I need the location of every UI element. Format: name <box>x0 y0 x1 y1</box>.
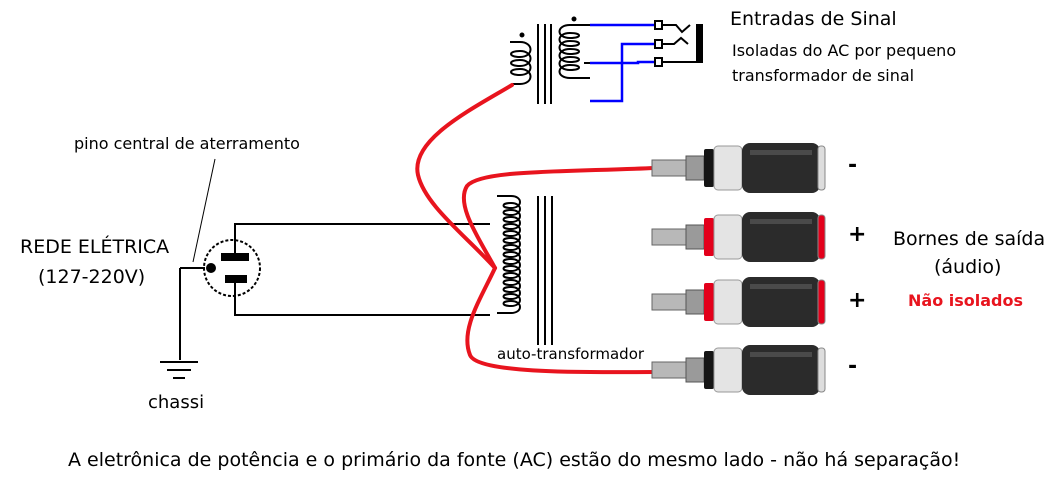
terminal-polarity: - <box>848 354 858 379</box>
chassis-ground-icon <box>160 361 198 379</box>
terminal-polarity: - <box>848 153 858 178</box>
signal-input-jack <box>590 20 703 103</box>
binding-post <box>651 277 826 327</box>
mains-voltage-label: (127-220V) <box>38 266 146 288</box>
mains-plug <box>179 158 490 360</box>
outputs-label: Bornes de saída <box>893 228 1046 250</box>
ground-pin-label: pino central de aterramento <box>74 134 300 153</box>
not-isolated-warning: Não isolados <box>908 291 1023 310</box>
binding-post <box>651 212 826 262</box>
red-wires <box>415 83 657 375</box>
output-binding-posts <box>651 143 826 395</box>
autotransformer-label: auto-transformador <box>497 345 645 363</box>
footer-caption: A eletrônica de potência e o primário da… <box>68 449 961 471</box>
signal-inputs-desc-2: transformador de sinal <box>732 66 915 85</box>
binding-post <box>651 143 826 193</box>
binding-post <box>651 345 826 395</box>
autotransformer <box>497 195 553 345</box>
outputs-audio-label: (áudio) <box>934 256 1002 278</box>
signal-inputs-desc-1: Isoladas do AC por pequeno <box>732 41 957 60</box>
terminal-polarity: + <box>848 222 867 247</box>
mains-label: REDE ELÉTRICA <box>20 236 170 258</box>
signal-inputs-title: Entradas de Sinal <box>730 8 897 30</box>
signal-transformer <box>510 16 590 104</box>
terminal-polarity: + <box>848 288 867 313</box>
chassis-label: chassi <box>148 392 205 413</box>
